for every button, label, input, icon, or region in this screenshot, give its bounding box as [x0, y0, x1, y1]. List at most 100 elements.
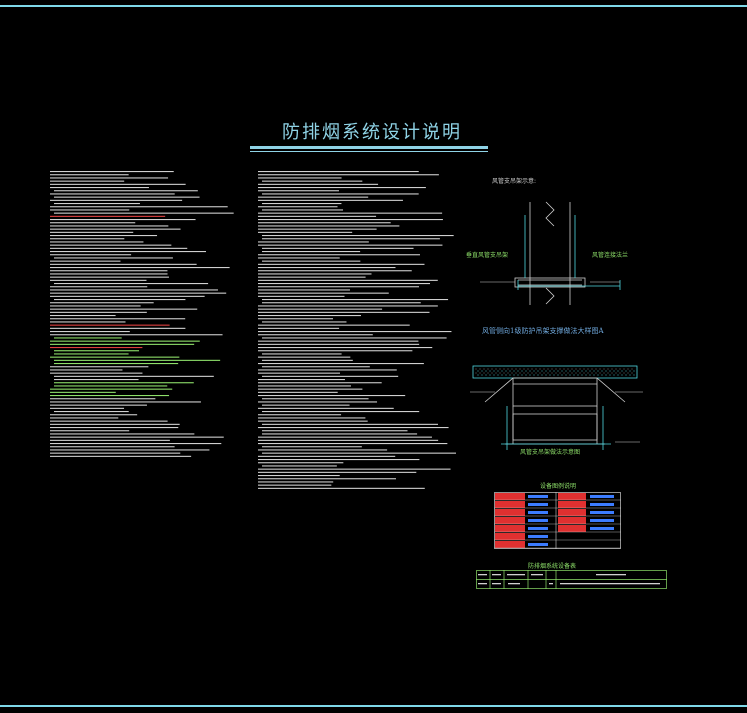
note-line: [50, 241, 144, 243]
note-line: [50, 404, 147, 406]
note-line: [262, 260, 361, 262]
legend-label-cell: [495, 501, 525, 508]
legend-symbol: [590, 527, 614, 530]
legend-label-cell: [558, 501, 586, 508]
note-line: [262, 203, 342, 205]
note-line: [262, 430, 408, 432]
legend-label-cell: [558, 517, 586, 524]
note-line: [258, 276, 366, 278]
note-line: [262, 465, 337, 467]
note-line: [50, 388, 173, 390]
note-line: [258, 331, 452, 333]
note-line: [50, 443, 222, 445]
note-line: [262, 411, 420, 413]
note-line: [54, 203, 140, 205]
note-line: [258, 343, 420, 345]
note-line: [50, 401, 201, 403]
note-line: [262, 209, 344, 211]
note-line: [50, 449, 210, 451]
legend-symbol: [590, 503, 614, 506]
note-line: [258, 241, 369, 243]
top-border: [0, 0, 747, 8]
note-line: [258, 228, 377, 230]
note-line: [262, 398, 369, 400]
note-line: [258, 174, 439, 176]
legend-symbol: [528, 503, 548, 506]
note-line: [50, 286, 148, 288]
note-line: [262, 321, 347, 323]
note-line: [50, 324, 170, 326]
note-line: [50, 414, 138, 416]
note-line: [54, 353, 129, 355]
note-line: [258, 206, 338, 208]
note-line: [50, 292, 227, 294]
note-line: [262, 353, 342, 355]
note-line: [258, 219, 443, 221]
note-line: [50, 455, 192, 457]
legend-table: [494, 492, 621, 549]
note-line: [50, 260, 121, 262]
note-line: [258, 267, 396, 269]
note-line: [258, 289, 350, 291]
notes-column-middle: [258, 171, 456, 489]
legend-symbol: [528, 495, 548, 498]
note-line: [258, 263, 425, 265]
note-line: [258, 215, 377, 217]
note-line: [50, 302, 154, 304]
note-line: [50, 215, 166, 217]
note-line: [50, 372, 143, 374]
note-line: [262, 299, 449, 301]
note-line: [258, 487, 425, 489]
note-line: [258, 340, 419, 342]
note-line: [258, 199, 403, 201]
note-line: [50, 180, 125, 182]
note-line: [50, 254, 132, 256]
note-line: [54, 190, 198, 192]
legend-label-cell: [558, 509, 586, 516]
note-line: [54, 411, 129, 413]
note-line: [258, 427, 449, 429]
note-line: [50, 276, 169, 278]
note-line: [258, 190, 339, 192]
note-line: [262, 238, 440, 240]
legend-symbol: [590, 511, 614, 514]
note-line: [262, 247, 414, 249]
note-line: [258, 439, 439, 441]
duct-section-detail: [470, 365, 643, 450]
note-line: [258, 391, 338, 393]
note-line: [54, 379, 139, 381]
note-line: [262, 251, 361, 253]
note-line: [258, 279, 438, 281]
note-line: [258, 324, 410, 326]
legend-label-cell: [495, 509, 525, 516]
note-line: [262, 375, 399, 377]
note-line: [50, 244, 172, 246]
note-line: [50, 238, 125, 240]
note-line: [50, 356, 180, 358]
note-line: [258, 171, 419, 173]
notes-column-left: [50, 171, 234, 457]
note-line: [54, 375, 214, 377]
note-line: [50, 247, 188, 249]
left-label-upper: 垂直风管支吊架: [466, 252, 509, 259]
legend-symbol: [590, 519, 614, 522]
legend-label-cell: [495, 525, 525, 532]
note-line: [258, 270, 412, 272]
note-line: [262, 404, 350, 406]
note-line: [50, 395, 170, 397]
note-line: [262, 359, 353, 361]
note-line: [262, 235, 454, 237]
note-line: [50, 334, 223, 336]
note-line: [50, 430, 130, 432]
legend-label-cell: [558, 493, 586, 500]
note-line: [258, 212, 443, 214]
note-line: [258, 372, 340, 374]
note-line: [50, 228, 181, 230]
note-line: [50, 452, 181, 454]
note-line: [54, 196, 200, 198]
note-line: [50, 193, 175, 195]
note-line: [262, 337, 447, 339]
note-line: [258, 350, 413, 352]
note-line: [50, 331, 130, 333]
note-line: [258, 254, 420, 256]
